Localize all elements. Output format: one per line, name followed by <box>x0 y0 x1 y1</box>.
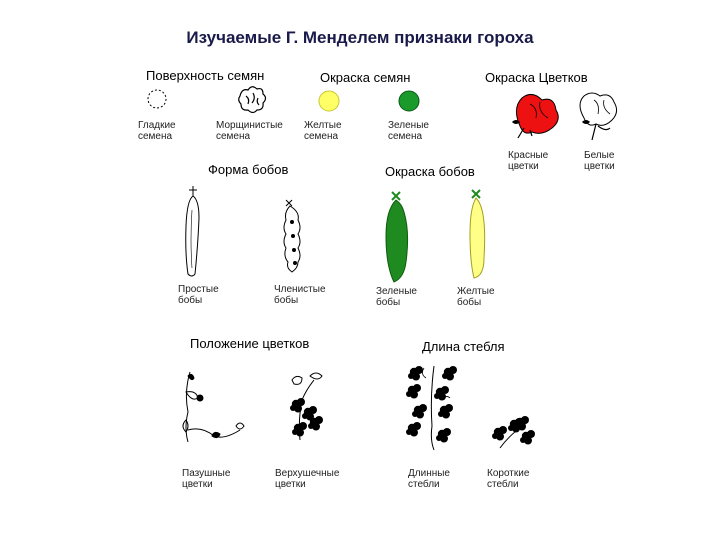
caption-green-pods: Зеленые бобы <box>376 286 417 308</box>
caption-smooth-seeds: Гладкие семена <box>138 120 176 142</box>
green-pod <box>385 191 409 283</box>
heading-pod-color: Окраска бобов <box>385 164 475 179</box>
axillary-flowers-plant <box>182 371 245 443</box>
smooth-seed <box>147 89 167 109</box>
caption-wrinkled-seeds: Морщинистые семена <box>216 120 283 142</box>
caption-simple-pods: Простые бобы <box>178 284 219 306</box>
short-stem-plant <box>492 416 535 449</box>
simple-pod <box>185 186 200 277</box>
heading-stem-length: Длина стебля <box>422 339 505 354</box>
heading-pod-shape: Форма бобов <box>208 162 289 177</box>
caption-axillary-flowers: Пазушные цветки <box>182 468 231 490</box>
green-seed <box>398 90 420 112</box>
caption-yellow-pods: Желтые бобы <box>457 286 495 308</box>
page-title: Изучаемые Г. Менделем признаки гороха <box>186 28 534 47</box>
wrinkled-seed <box>238 86 267 114</box>
caption-long-stems: Длинные стебли <box>408 468 450 490</box>
heading-seed-color: Окраска семян <box>320 70 411 85</box>
yellow-seed <box>318 90 340 112</box>
caption-terminal-flowers: Верхушечные цветки <box>275 468 340 490</box>
caption-yellow-seeds: Желтые семена <box>304 120 342 142</box>
yellow-pod <box>469 189 486 279</box>
caption-red-flowers: Красные цветки <box>508 150 549 172</box>
terminal-flowers-plant <box>290 372 323 441</box>
caption-short-stems: Короткие стебли <box>487 468 530 490</box>
red-flower <box>512 94 559 139</box>
segmented-pod <box>283 199 301 273</box>
heading-flower-position: Положение цветков <box>190 336 310 351</box>
caption-segmented-pods: Членистые бобы <box>274 284 326 306</box>
long-stem-plant <box>406 365 457 451</box>
white-flower <box>579 92 618 141</box>
caption-green-seeds: Зеленые семена <box>388 120 429 142</box>
caption-white-flowers: Белые цветки <box>584 150 615 172</box>
heading-flower-color: Окраска Цветков <box>485 70 588 85</box>
heading-seed-surface: Поверхность семян <box>146 68 265 83</box>
